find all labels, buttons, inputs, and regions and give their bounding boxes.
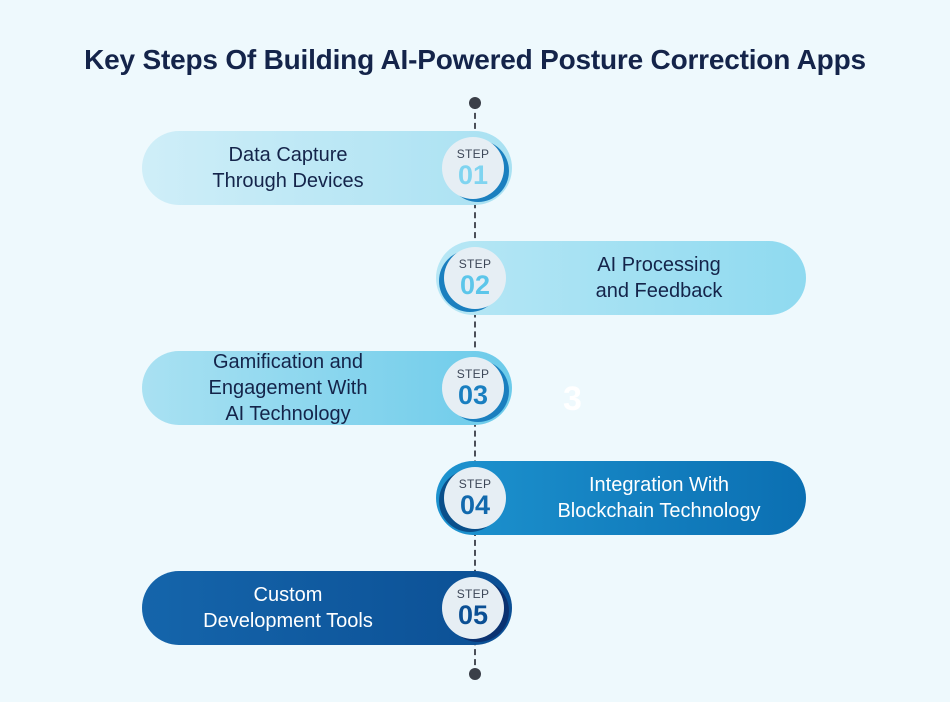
step-01-number: 01 — [457, 159, 489, 190]
step-02-label: STEP — [458, 256, 492, 271]
timeline-start-dot — [469, 97, 481, 109]
step-04-text: Integration With Blockchain Technology — [557, 474, 761, 522]
ghost-number: 3 — [563, 380, 582, 418]
step-04-badge: STEP 04 — [444, 467, 506, 529]
step-01-badge: STEP 01 — [442, 137, 504, 199]
step-05-label: STEP — [456, 586, 490, 601]
step-01-text: Data Capture Through Devices — [212, 144, 364, 192]
step-05-text: Custom Development Tools — [203, 584, 373, 632]
step-02-card: STEP 02 AI Processing and Feedback — [436, 241, 806, 315]
step-05-card: Custom Development Tools STEP 05 — [142, 571, 512, 645]
step-05-number: 05 — [457, 599, 489, 630]
step-01-label: STEP — [456, 146, 490, 161]
page-title: Key Steps Of Building AI-Powered Posture… — [84, 44, 866, 75]
step-02-text: AI Processing and Feedback — [595, 254, 723, 302]
step-04-label: STEP — [458, 476, 492, 491]
step-04-card: STEP 04 Integration With Blockchain Tech… — [436, 461, 806, 535]
step-03-badge: STEP 03 — [442, 357, 504, 419]
timeline-end-dot — [469, 668, 481, 680]
step-03-text: Gamification and Engagement With AI Tech… — [208, 351, 368, 425]
step-03-number: 03 — [457, 379, 489, 410]
step-02-badge: STEP 02 — [444, 247, 506, 309]
step-05-badge: STEP 05 — [442, 577, 504, 639]
step-04-number: 04 — [459, 489, 491, 520]
step-02-number: 02 — [459, 269, 491, 300]
step-03-label: STEP — [456, 366, 490, 381]
step-01-card: Data Capture Through Devices STEP 01 — [142, 131, 512, 205]
step-03-card: Gamification and Engagement With AI Tech… — [142, 351, 512, 425]
